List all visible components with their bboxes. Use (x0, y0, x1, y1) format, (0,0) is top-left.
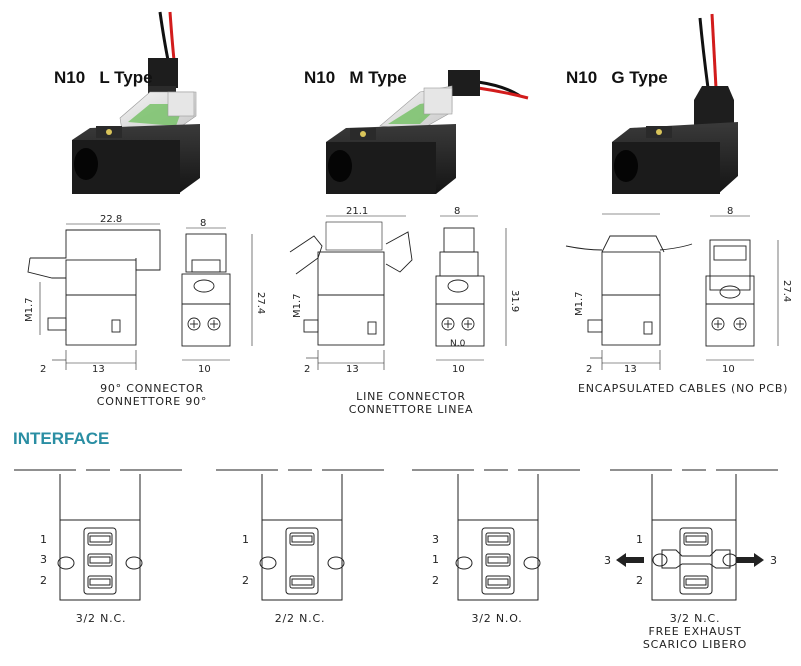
dim-m-top: 21.1 (346, 206, 368, 217)
valve-m-type-photo (326, 70, 529, 194)
drawing-g-type: 8 27.4 M1.7 2 13 10 (565, 206, 792, 375)
dim-m-no: N.0 (450, 339, 466, 349)
caption-m-line2: CONNETTORE LINEA (348, 403, 474, 416)
dim-g-side-top: 8 (727, 206, 733, 217)
exhaust-right-arrow (736, 553, 764, 567)
port-label: 2 (40, 574, 47, 587)
caption-g-type: ENCAPSULATED CABLES (NO PCB) (578, 382, 789, 395)
interface-caption-4-line3: SCARICO LIBERO (642, 638, 748, 651)
port-label: 2 (636, 574, 643, 587)
caption-m-type: LINE CONNECTOR CONNETTORE LINEA (336, 390, 486, 416)
g-type-title: N10 G Type (566, 68, 668, 87)
port-label: 2 (242, 574, 249, 587)
caption-g-line1: ENCAPSULATED CABLES (NO PCB) (578, 382, 789, 395)
port-label: 1 (636, 533, 643, 546)
interface-caption-4-line2: FREE EXHAUST (648, 625, 742, 638)
valve-g-type-photo (612, 13, 738, 194)
technical-drawings: 22.8 8 27.4 M1.7 2 13 10 (24, 206, 792, 375)
dim-l-left: 2 (40, 364, 46, 375)
caption-l-line2: CONNETTORE 90° (96, 395, 208, 408)
exhaust-left-label: 3 (604, 554, 611, 567)
dim-g-left: 2 (586, 364, 592, 375)
port-label: 1 (242, 533, 249, 546)
interface-caption-2: 2/2 N.C. (274, 612, 326, 625)
interface-caption-4-line1: 3/2 N.C. (669, 612, 721, 625)
dim-m-side-top: 8 (454, 206, 460, 217)
interface-diagrams: 1 3 2 1 2 (14, 469, 778, 601)
interface-item-2: 1 2 (216, 469, 384, 601)
caption-l-type: 90° CONNECTOR CONNETTORE 90° (82, 382, 222, 408)
dim-l-thread: M1.7 (24, 297, 35, 322)
port-label: 2 (432, 574, 439, 587)
m-type-title: N10 M Type (304, 68, 407, 87)
port-label: 1 (432, 553, 439, 566)
exhaust-right-label: 3 (770, 554, 777, 567)
dim-m-height: 31.9 (509, 290, 520, 312)
caption-l-line1: 90° CONNECTOR (100, 382, 204, 395)
dim-l-bottom: 13 (92, 364, 105, 375)
dim-l-height: 27.4 (255, 292, 266, 314)
dim-m-side-bottom: 10 (452, 364, 465, 375)
dim-l-top: 22.8 (100, 214, 122, 225)
valve-l-type-photo (72, 11, 200, 194)
dim-g-bottom: 13 (624, 364, 637, 375)
drawing-m-type: 21.1 8 31.9 M1.7 2 13 10 N.0 (289, 206, 520, 375)
port-label: 3 (40, 553, 47, 566)
interface-item-4: 1 2 3 3 (604, 469, 778, 601)
dim-g-height: 27.4 (781, 280, 792, 302)
dim-l-side-bottom: 10 (198, 364, 211, 375)
interface-item-3: 3 1 2 (412, 469, 580, 601)
interface-title: INTERFACE (13, 429, 110, 448)
caption-m-line1: LINE CONNECTOR (356, 390, 466, 403)
dim-l-side-top: 8 (200, 218, 206, 229)
port-label: 1 (40, 533, 47, 546)
dim-g-side-bottom: 10 (722, 364, 735, 375)
dim-m-thread: M1.7 (292, 293, 303, 318)
exhaust-left-arrow (616, 553, 644, 567)
drawing-l-type: 22.8 8 27.4 M1.7 2 13 10 (24, 214, 266, 375)
dim-m-bottom: 13 (346, 364, 359, 375)
interface-caption-1: 3/2 N.C. (75, 612, 127, 625)
interface-caption-4: 3/2 N.C. FREE EXHAUST SCARICO LIBERO (640, 612, 750, 651)
interface-item-1: 1 3 2 (14, 469, 182, 601)
l-type-title: N10 L Type (54, 68, 153, 87)
interface-caption-3: 3/2 N.O. (471, 612, 523, 625)
port-label: 3 (432, 533, 439, 546)
dim-g-thread: M1.7 (574, 291, 585, 316)
product-illustrations (72, 11, 738, 194)
dim-m-left: 2 (304, 364, 310, 375)
